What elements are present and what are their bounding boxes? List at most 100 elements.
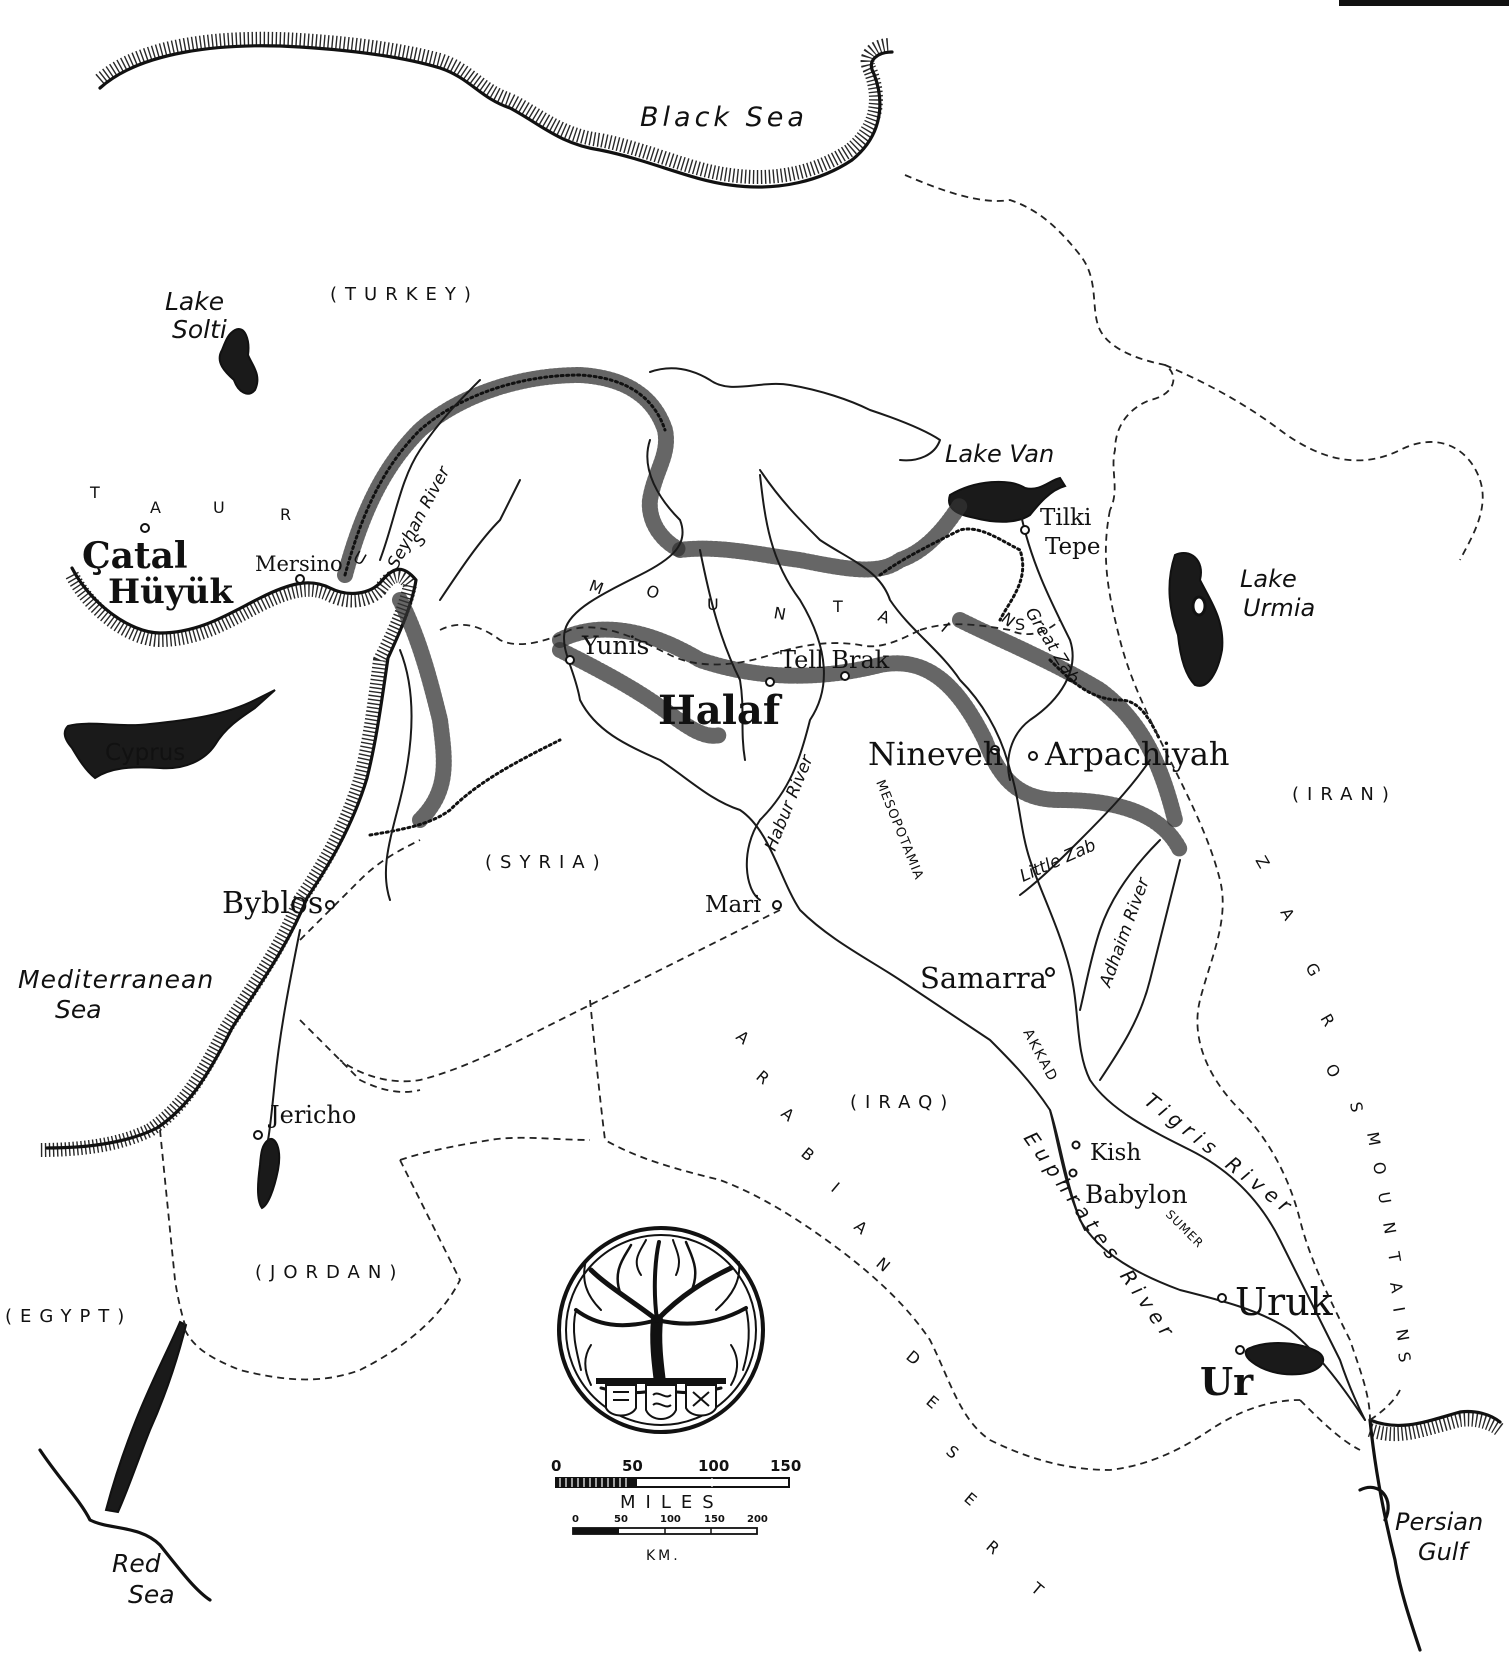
spaced-arabian-letter-1: R	[752, 1067, 773, 1089]
sumer-label: SUMER	[1163, 1207, 1207, 1251]
miles-tick-150: 150	[770, 1457, 801, 1475]
syria-iraq-border	[339, 909, 781, 1083]
little-zab-label: Little Zab	[1017, 835, 1099, 886]
spaced-taurus-letter-0: T	[89, 483, 100, 502]
site-nineveh-marker[interactable]	[990, 745, 1000, 755]
great-zab	[1007, 509, 1074, 781]
euphrates-upper	[649, 367, 941, 462]
arpachiyah-label: Arpachiyah	[1044, 735, 1230, 773]
cyprus-label: Cyprus	[105, 740, 185, 766]
site-markers	[140, 523, 1245, 1355]
km-scale: 0 50 100 150 200 KM.	[572, 1514, 768, 1564]
mountain-ranges	[337, 366, 1188, 858]
km-tick-150: 150	[704, 1514, 725, 1525]
spaced-mountains-letter-6: I	[937, 619, 953, 637]
nineveh-label: Nineveh	[868, 735, 1003, 773]
km-label: KM.	[646, 1548, 681, 1564]
site-arpachiyah-marker[interactable]	[1028, 751, 1038, 761]
water-bodies	[63, 328, 1325, 1376]
spaced-mountains-letter-8: S	[1015, 615, 1025, 634]
tree-of-life-emblem-icon	[557, 1226, 765, 1434]
halaf-label: Halaf	[658, 687, 783, 734]
byblos-label: Byblos	[222, 886, 323, 921]
borders	[159, 174, 1484, 1471]
ceyhan-river	[439, 479, 521, 601]
spaced-zagros-letter-11: A	[1386, 1280, 1407, 1294]
tigris-course	[759, 469, 1366, 1421]
spaced-mountains-letter-0: M	[587, 576, 606, 599]
hammar-marsh-shape	[1244, 1342, 1325, 1376]
yunis-label: Yunis	[581, 631, 649, 660]
mesopotamia-label: MESOPOTAMIA	[872, 778, 926, 883]
red-sea-label-line2: Sea	[128, 1580, 175, 1609]
orontes-river	[384, 649, 413, 901]
gulf-of-aqaba	[104, 1320, 188, 1514]
kuwait-border	[1299, 1399, 1361, 1451]
site-tell-brak-marker[interactable]	[840, 671, 850, 681]
anti-taurus-band	[672, 497, 968, 578]
catal-huyuk-label-line1: Çatal	[82, 535, 188, 577]
turkey-syria-border	[439, 623, 921, 666]
site-catal-huyuk-marker[interactable]	[140, 523, 150, 533]
red-sea-west-coast	[38, 1448, 212, 1602]
egypt-label: (EGYPT)	[5, 1306, 132, 1327]
persian-gulf-inlet	[1358, 1485, 1390, 1522]
miles-label: MILES	[620, 1492, 724, 1513]
lake-van-shape	[948, 476, 1067, 523]
diyala-river	[1099, 859, 1181, 1081]
iran-label: (IRAN)	[1292, 784, 1397, 805]
spaced-mountains-letter-1: O	[644, 581, 662, 603]
spaced-arabian-letter-0: A	[732, 1027, 753, 1049]
site-mari-marker[interactable]	[772, 900, 782, 910]
mountain-edge-north	[343, 373, 667, 577]
site-babylon-marker[interactable]	[1071, 1140, 1081, 1150]
mediterranean-label-line1: Mediterranean	[18, 965, 214, 994]
jebel-band	[552, 642, 728, 744]
cyprus-shape	[63, 689, 276, 780]
tilki-tepe-label-line2: Tepe	[1045, 534, 1101, 560]
catal-huyuk-label-line2: Hüyük	[108, 572, 234, 612]
lake-solti-label-line1: Lake	[165, 287, 224, 316]
site-byblos-marker[interactable]	[325, 900, 335, 910]
turkey-east-border	[904, 174, 1175, 511]
spaced-arabian-letter-10: E	[960, 1489, 980, 1510]
black-sea-coast-hatch	[95, 31, 891, 184]
black-sea-coast	[98, 44, 894, 189]
ur-label: Ur	[1200, 1359, 1254, 1404]
lake-urmia-label-line1: Lake	[1240, 565, 1297, 593]
site-jericho-marker[interactable]	[253, 1130, 263, 1140]
site-halaf-marker[interactable]	[765, 677, 775, 687]
scale-bar: 0 50 100 150 MILES 0 50 100 150 200 KM.	[551, 1457, 801, 1564]
samarra-label: Samarra	[920, 961, 1047, 995]
site-samarra-marker[interactable]	[1045, 967, 1055, 977]
spaced-taurus-letter-2: U	[213, 498, 225, 517]
iran-north-border	[1164, 364, 1484, 561]
iraq-turkey-border	[919, 619, 1061, 635]
site-kish-marker[interactable]	[1068, 1168, 1078, 1178]
site-mersino-marker[interactable]	[295, 574, 305, 584]
tell-brak-label: Tell Brak	[780, 646, 890, 674]
mediterranean-coast	[45, 566, 418, 1150]
spaced-arabian-letter-8: E	[922, 1392, 942, 1413]
seyhan-river	[379, 379, 481, 561]
site-tilki-tepe-marker[interactable]	[1020, 525, 1030, 535]
site-yunis-marker[interactable]	[565, 655, 575, 665]
spaced-taurus-letter-1: A	[150, 498, 161, 517]
water-labels: Black Sea Mediterranean Sea Red Sea Pers…	[18, 102, 1483, 1609]
red-sea-label-line1: Red	[112, 1549, 161, 1578]
spaced-zagros-letter-9: N	[1379, 1220, 1400, 1235]
jericho-label: Jericho	[267, 1101, 356, 1129]
spaced-zagros-letter-5: S	[1346, 1100, 1366, 1113]
site-uruk-marker[interactable]	[1217, 1293, 1227, 1303]
rivers	[267, 367, 1366, 1421]
dead-sea-shape	[257, 1137, 281, 1210]
spaced-zagros-letter-4: O	[1322, 1061, 1345, 1081]
jordan-label: (JORDAN)	[255, 1262, 404, 1283]
iraq-saudi-border	[589, 999, 1301, 1471]
spaced-mountains-letter-4: T	[832, 597, 843, 616]
site-ur-marker[interactable]	[1235, 1345, 1245, 1355]
syria-lebanon-border	[299, 839, 421, 941]
